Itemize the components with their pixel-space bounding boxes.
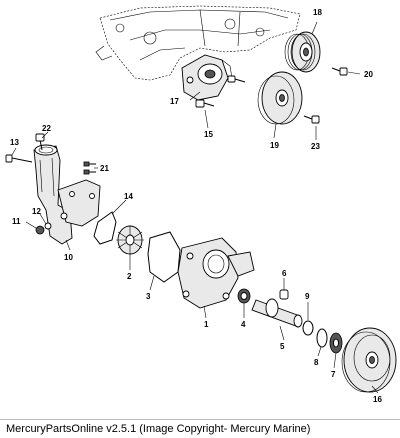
callout-14: 14 — [124, 192, 133, 201]
bolt-tensioner — [227, 75, 246, 83]
gasket-14 — [93, 211, 117, 245]
callout-5: 5 — [280, 342, 285, 351]
callout-22: 22 — [42, 124, 51, 133]
callout-4: 4 — [241, 320, 246, 329]
bolt-15 — [195, 99, 215, 108]
impeller-2 — [116, 225, 144, 255]
parts-exploded-diagram: 18 17 15 20 19 23 22 13 21 14 11 12 10 2… — [5, 5, 397, 404]
callout-18: 18 — [313, 8, 322, 17]
callout-8: 8 — [314, 358, 319, 367]
tensioner-assembly — [181, 54, 233, 101]
callout-7: 7 — [331, 370, 336, 379]
footer-divider — [0, 419, 400, 420]
seal-4 — [237, 288, 251, 304]
plug-11-12 — [35, 222, 52, 235]
leader-lines — [11, 21, 379, 394]
callout-9: 9 — [305, 292, 310, 301]
callout-23: 23 — [311, 142, 320, 151]
engine-bracket — [95, 5, 301, 81]
screws-21 — [83, 161, 96, 175]
callout-3: 3 — [146, 292, 151, 301]
pulley-19 — [257, 71, 303, 125]
copyright-footer: MercuryPartsOnline v2.5.1 (Image Copyrig… — [6, 423, 311, 435]
shaft-5 — [251, 298, 303, 328]
callout-20: 20 — [364, 70, 373, 79]
seal-7 — [329, 332, 343, 354]
bolt-13 — [5, 154, 33, 163]
bolt-20 — [331, 67, 348, 76]
callout-labels: 18 17 15 20 19 23 22 13 21 14 11 12 10 2… — [10, 8, 382, 404]
fitting-22 — [35, 133, 45, 151]
water-pump-body-1 — [177, 237, 255, 309]
callout-15: 15 — [204, 130, 213, 139]
callout-6: 6 — [282, 269, 287, 278]
callout-19: 19 — [270, 141, 279, 150]
callout-11: 11 — [12, 217, 21, 226]
callout-12: 12 — [32, 207, 41, 216]
callout-10: 10 — [64, 253, 73, 262]
callout-21: 21 — [100, 164, 109, 173]
bushing-6 — [279, 289, 289, 300]
bolt-23 — [303, 115, 320, 124]
pulley-16 — [341, 327, 397, 393]
callout-16: 16 — [373, 395, 382, 404]
callout-13: 13 — [10, 138, 19, 147]
pulley-18 — [284, 31, 321, 73]
gasket-3 — [147, 231, 181, 283]
ring-8 — [316, 328, 328, 348]
callout-17: 17 — [170, 97, 179, 106]
o-ring-9 — [302, 320, 314, 336]
pump-housing-10 — [33, 144, 101, 245]
callout-1: 1 — [204, 320, 209, 329]
callout-2: 2 — [127, 272, 132, 281]
